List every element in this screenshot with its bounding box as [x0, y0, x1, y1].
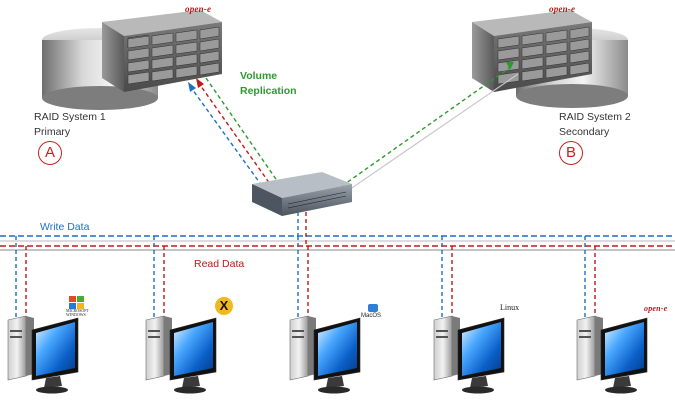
- arrowheads: [188, 62, 514, 92]
- client-macos-screen: [318, 322, 357, 376]
- raid-2-drive-bays: [497, 26, 590, 85]
- x-logo-icon: X: [215, 297, 233, 315]
- write-data-label: Write Data: [40, 221, 90, 233]
- linux-logo-text: Linux: [500, 303, 520, 312]
- client-open-e-screen: [605, 322, 644, 376]
- raid-1-brand-logo: open-e: [185, 4, 212, 14]
- client-linux-stand: [462, 386, 494, 394]
- client-x-tower: [145, 315, 165, 381]
- raid2-solid-link: [345, 73, 519, 193]
- raid-1-title: RAID System 1: [34, 111, 106, 123]
- client-macos-stand: [318, 386, 350, 394]
- replication-label-line1: Volume: [240, 70, 278, 82]
- client-windows-stand: [36, 386, 68, 394]
- raid1-write-link: [189, 85, 263, 187]
- macos-logo-icon: MacOS: [361, 303, 385, 321]
- read-data-label: Read Data: [194, 258, 245, 270]
- raid-2-title: RAID System 2: [559, 111, 631, 123]
- client-x-workstation: [145, 315, 217, 394]
- client-linux-workstation: [433, 315, 505, 394]
- windows-logo-text: MICROSOFT WINDOWS: [66, 308, 89, 317]
- macos-logo-text: MacOS: [361, 313, 382, 319]
- client-macos-tower: [289, 315, 309, 381]
- windows-logo-icon: MICROSOFT WINDOWS: [66, 296, 89, 317]
- client-open-e-tower: [576, 315, 596, 381]
- raid-1-role: Primary: [34, 126, 71, 138]
- client-open-e-stand: [605, 386, 637, 394]
- client-macos-workstation: [289, 315, 361, 394]
- client-windows-tower: [7, 315, 27, 381]
- raid-2-role: Secondary: [559, 126, 610, 138]
- raid2-replication-link: [341, 65, 513, 187]
- open-e-client-logo: open-e: [644, 304, 668, 313]
- raid1-replication-link: [205, 77, 279, 183]
- replication-label-line2: Replication: [240, 85, 297, 97]
- raid-1-tag: A: [38, 141, 62, 165]
- raid-2-tag: B: [559, 141, 583, 165]
- client-x-stand: [174, 386, 206, 394]
- client-windows-screen: [36, 322, 75, 376]
- client-linux-tower: [433, 315, 453, 381]
- raid-2-brand-logo: open-e: [549, 4, 576, 14]
- client-open-e-workstation: [576, 315, 648, 394]
- network-switch: [252, 172, 352, 216]
- client-linux-screen: [462, 322, 501, 376]
- client-windows-workstation: [7, 315, 79, 394]
- raid-1-drive-bays: [127, 26, 220, 85]
- client-x-screen: [174, 322, 213, 376]
- linux-logo-icon: Linux: [500, 303, 519, 312]
